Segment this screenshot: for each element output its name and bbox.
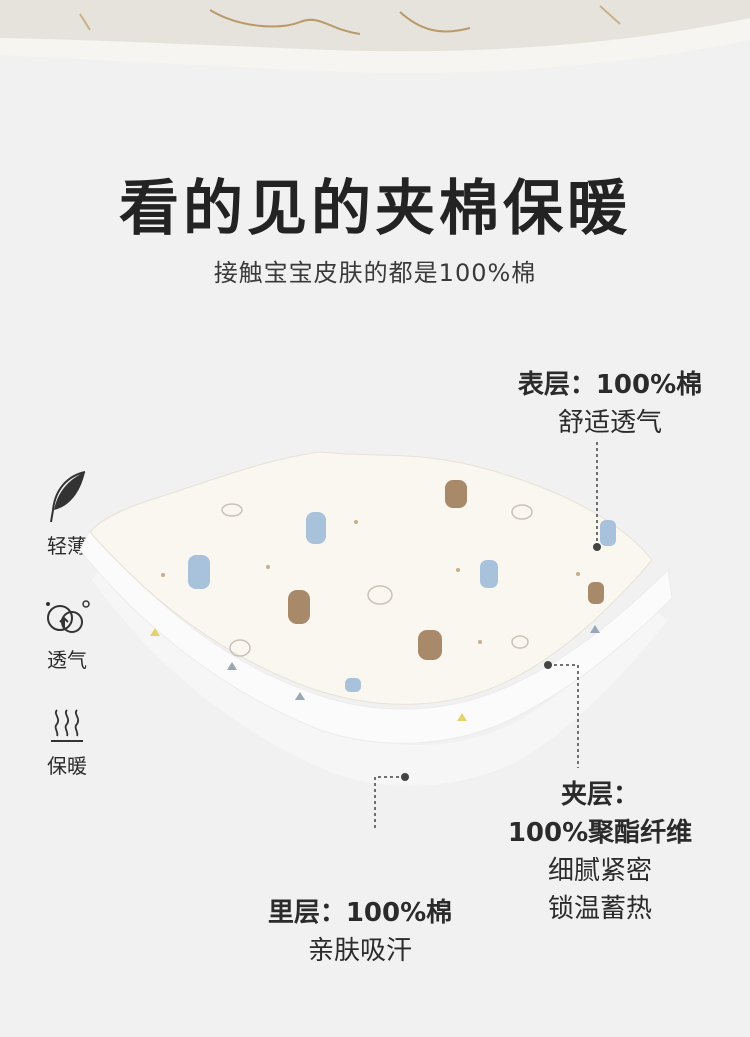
inner-layer bbox=[92, 570, 668, 786]
inner-layer-title: 里层：100%棉 bbox=[267, 898, 453, 928]
surface-layer-desc: 舒适透气 bbox=[557, 408, 662, 438]
page-subtitle: 接触宝宝皮肤的都是100%棉 bbox=[213, 259, 537, 287]
middle-layer-title: 夹层： bbox=[560, 780, 639, 810]
surface-marker bbox=[593, 543, 601, 551]
inner-layer-desc: 亲肤吸汗 bbox=[307, 936, 412, 966]
middle-layer-callout: 夹层： 100%聚酯纤维 细腻紧密 锁温蓄热 bbox=[480, 776, 720, 928]
feature-light: 轻薄 bbox=[32, 470, 102, 559]
middle-layer-material: 100%聚酯纤维 bbox=[507, 818, 693, 848]
inner-marker bbox=[401, 773, 409, 781]
middle-layer-desc: 细腻紧密 bbox=[547, 856, 652, 886]
inner-layer-callout: 里层：100%棉 亲肤吸汗 bbox=[245, 894, 475, 970]
breathable-icon bbox=[46, 600, 90, 633]
feature-label: 轻薄 bbox=[47, 534, 87, 558]
feature-label: 保暖 bbox=[47, 754, 87, 778]
middle-marker bbox=[544, 661, 552, 669]
leader-lines bbox=[374, 440, 598, 830]
page-title: 看的见的夹棉保暖 bbox=[119, 174, 631, 244]
feather-icon bbox=[50, 471, 86, 523]
feature-label: 透气 bbox=[47, 648, 87, 672]
middle-layer bbox=[79, 529, 673, 744]
feature-breathable: 透气 bbox=[32, 598, 102, 673]
middle-layer-desc2: 锁温蓄热 bbox=[547, 894, 652, 924]
top-fabric-image bbox=[0, 0, 750, 92]
heat-waves-icon bbox=[51, 709, 83, 742]
surface-layer-callout: 表层：100%棉 舒适透气 bbox=[495, 366, 725, 442]
feature-warm: 保暖 bbox=[32, 706, 102, 779]
mat-layers-illustration bbox=[79, 440, 673, 830]
surface-layer-title: 表层：100%棉 bbox=[517, 370, 703, 400]
bunny-print-pattern bbox=[150, 480, 616, 721]
